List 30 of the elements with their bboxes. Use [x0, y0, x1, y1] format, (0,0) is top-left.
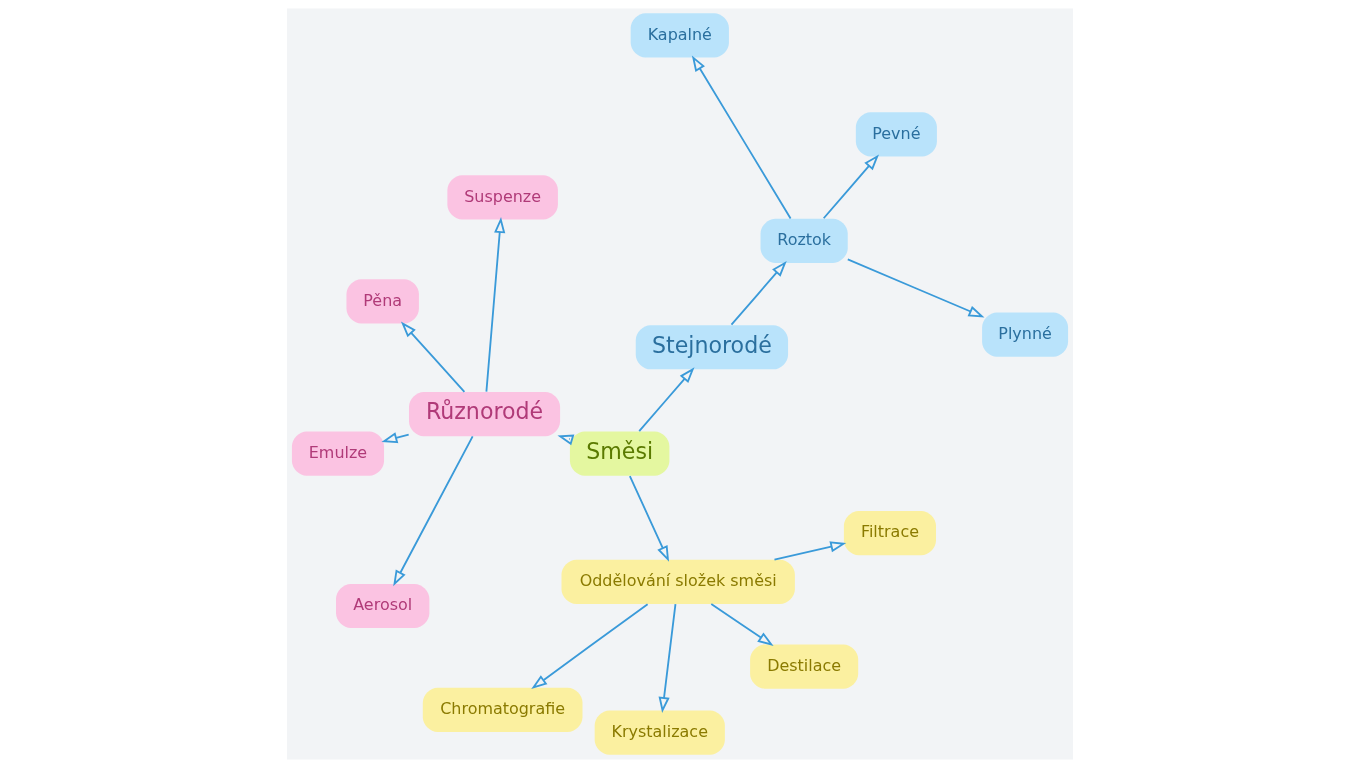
node-box: Pěna	[346, 279, 419, 324]
node-box: Chromatografie	[422, 687, 583, 733]
arrow	[638, 367, 695, 433]
node-box: Stejnorodé	[635, 325, 789, 370]
arrow	[393, 435, 474, 587]
arrow	[822, 154, 879, 220]
node-box: Emulze	[291, 431, 385, 476]
arrow	[628, 475, 670, 562]
node-box: Kapalné	[630, 13, 729, 58]
arrow	[381, 432, 410, 444]
node-box: Roztok	[760, 218, 848, 263]
arrow	[400, 321, 466, 393]
arrow	[557, 434, 575, 446]
arrow	[773, 541, 847, 561]
node-box: Destilace	[750, 644, 859, 689]
arrow	[658, 603, 677, 713]
arrow	[531, 603, 649, 690]
node-box: Plynné	[982, 312, 1069, 357]
node-box: Oddělování složek směsi	[561, 559, 795, 604]
node-box: Různorodé	[409, 391, 561, 437]
arrow	[485, 216, 506, 393]
arrow	[730, 260, 787, 326]
arrow	[691, 55, 792, 220]
node-box: Aerosol	[336, 583, 430, 629]
node-box: Suspenze	[447, 175, 558, 220]
arrow	[710, 603, 774, 647]
arrow	[846, 258, 985, 318]
node-box: Pevné	[855, 112, 937, 157]
node-box: Krystalizace	[594, 710, 725, 755]
node-box: Filtrace	[843, 510, 936, 556]
